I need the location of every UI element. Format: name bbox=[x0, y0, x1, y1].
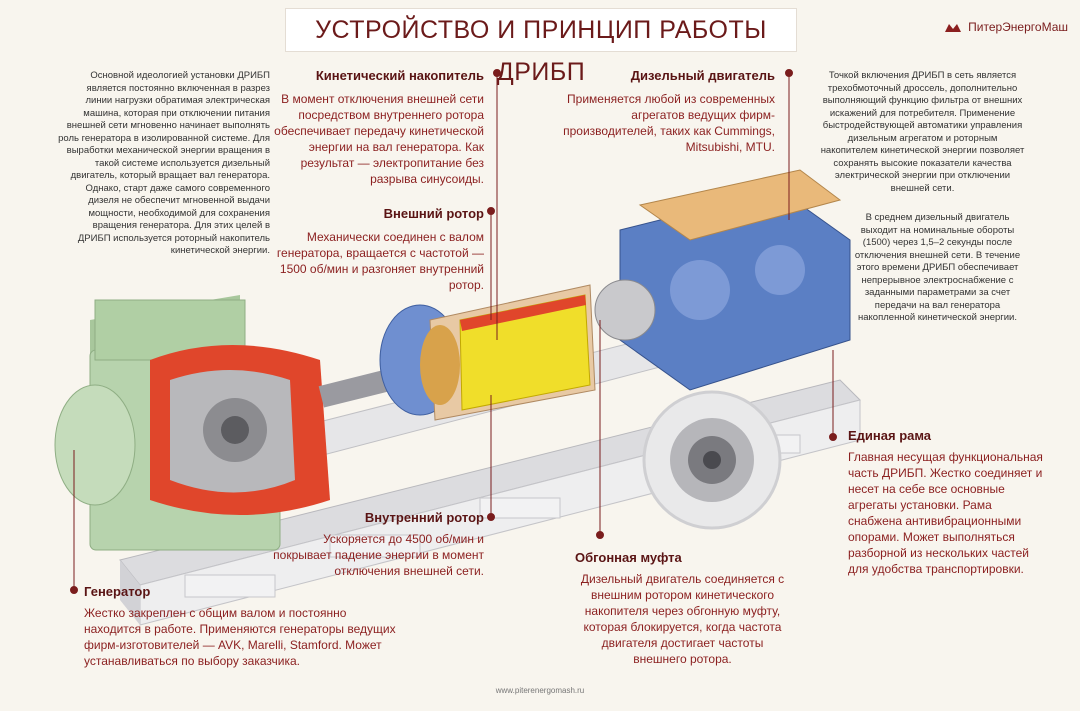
kinetic-storage-illustration bbox=[379, 284, 596, 421]
footer-url: www.piterenergomash.ru bbox=[495, 686, 585, 695]
callout-title: Внешний ротор bbox=[383, 206, 484, 221]
callout-text: Главная несущая функциональная часть ДРИ… bbox=[848, 450, 1043, 576]
callout-leaders bbox=[70, 69, 837, 594]
intro-text: Основной идеологией установки ДРИБП явля… bbox=[58, 70, 270, 256]
callout-title: Дизельный двигатель bbox=[630, 68, 775, 83]
callout-text: Применяется любой из современных агрегат… bbox=[563, 92, 775, 154]
callout-text: Жестко закреплен с общим валом и постоян… bbox=[84, 606, 396, 668]
brand-name: ПитерЭнергоМаш bbox=[968, 20, 1068, 34]
generator-illustration bbox=[54, 295, 330, 551]
callout-generator: Генератор Жестко закреплен с общим валом… bbox=[84, 584, 404, 669]
right-note-2: В среднем дизельный двигатель выходит на… bbox=[854, 212, 1021, 323]
callout-title: Обгонная муфта bbox=[575, 550, 682, 565]
callout-text: Дизельный двигатель соединяется с внешни… bbox=[580, 572, 785, 666]
right-note-1: Точкой включения ДРИБП в сеть является т… bbox=[820, 70, 1025, 194]
callout-internal-rotor: Внутренний ротор Ускоряется до 4500 об/м… bbox=[262, 510, 484, 579]
title-bar: УСТРОЙСТВО И ПРИНЦИП РАБОТЫ ДРИБП bbox=[285, 8, 797, 86]
callout-external-rotor: Внешний ротор Механически соединен с вал… bbox=[262, 206, 484, 293]
brand-logo-icon bbox=[945, 24, 962, 32]
callout-text: В момент отключения внешней сети посредс… bbox=[274, 92, 484, 186]
callout-title: Внутренний ротор bbox=[364, 510, 484, 525]
callout-text: Механически соединен с валом генератора,… bbox=[276, 230, 484, 292]
callout-text: Ускоряется до 4500 об/мин и покрывает па… bbox=[273, 532, 484, 578]
callout-diesel-engine: Дизельный двигатель Применяется любой из… bbox=[560, 68, 775, 155]
diesel-illustration bbox=[594, 169, 851, 391]
brand: ПитерЭнергоМаш bbox=[944, 20, 1068, 34]
page-title: УСТРОЙСТВО И ПРИНЦИП РАБОТЫ ДРИБП bbox=[315, 16, 767, 86]
callout-kinetic-storage: Кинетический накопитель В момент отключе… bbox=[262, 68, 484, 187]
callout-frame: Единая рама Главная несущая функциональн… bbox=[848, 428, 1048, 577]
callout-title: Генератор bbox=[84, 584, 151, 599]
callout-title: Единая рама bbox=[848, 428, 932, 443]
callout-title: Кинетический накопитель bbox=[315, 68, 484, 83]
callout-overrunning-clutch: Обгонная муфта Дизельный двигатель соеди… bbox=[575, 550, 790, 667]
clutch-zoom-illustration bbox=[642, 390, 782, 530]
